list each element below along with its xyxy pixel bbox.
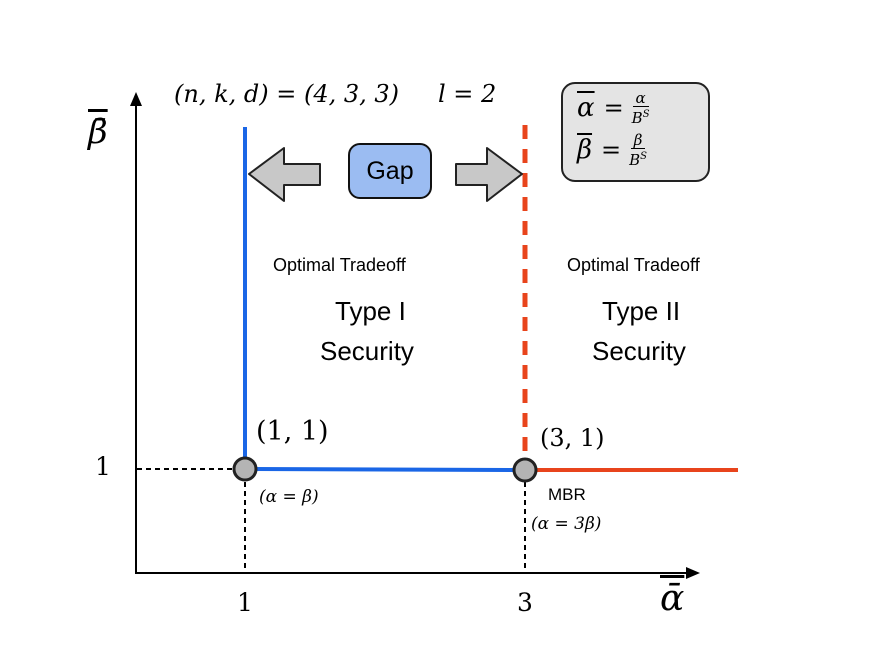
alpha-bar-symbol: α xyxy=(577,93,595,123)
point-3-1-condition: (α = 3β) xyxy=(531,514,602,534)
x-tick-1: 1 xyxy=(237,588,253,617)
point-1-1-condition: (α = β) xyxy=(259,487,319,507)
x-tick-3: 3 xyxy=(517,588,533,617)
blue-horizontal-tradeoff xyxy=(244,467,526,472)
alpha-denominator: BS xyxy=(631,109,650,127)
x-axis-arrow xyxy=(686,567,700,579)
beta-bar-symbol: β xyxy=(577,135,593,165)
right-region-title-line1: Type II xyxy=(602,296,681,326)
y-axis-label: β̄ xyxy=(88,112,108,152)
point-1-1 xyxy=(232,456,258,482)
beta-definition: β = β BS xyxy=(577,131,648,169)
y-axis-arrow xyxy=(130,92,142,106)
y-tick-1: 1 xyxy=(95,452,111,481)
point-3-1-label: (3, 1) xyxy=(540,424,605,452)
l-parameter: l = 2 xyxy=(438,80,497,108)
gap-box: Gap xyxy=(348,143,432,199)
alpha-definition: α = α BS xyxy=(577,89,650,127)
right-arrow-icon xyxy=(455,147,523,202)
left-arrow-icon xyxy=(248,147,321,202)
left-region-caption: Optimal Tradeoff xyxy=(273,255,406,275)
right-region-caption: Optimal Tradeoff xyxy=(567,255,700,275)
alpha-numerator: α xyxy=(632,90,649,107)
gap-label: Gap xyxy=(366,156,414,185)
normalization-definitions: α = α BS β = β BS xyxy=(561,82,710,182)
beta-denominator: BS xyxy=(629,151,648,169)
point-3-1-mbr xyxy=(512,457,538,483)
beta-numerator: β xyxy=(630,132,646,149)
left-region-title-line1: Type I xyxy=(335,296,406,326)
mbr-label: MBR xyxy=(548,485,586,504)
point-1-1-label: (1, 1) xyxy=(256,416,329,447)
code-parameters: (n, k, d) = (4, 3, 3) xyxy=(174,80,400,108)
x-axis-label: ᾱ xyxy=(660,578,685,619)
right-region-title-line2: Security xyxy=(592,336,686,366)
left-region-title-line2: Security xyxy=(320,336,414,366)
